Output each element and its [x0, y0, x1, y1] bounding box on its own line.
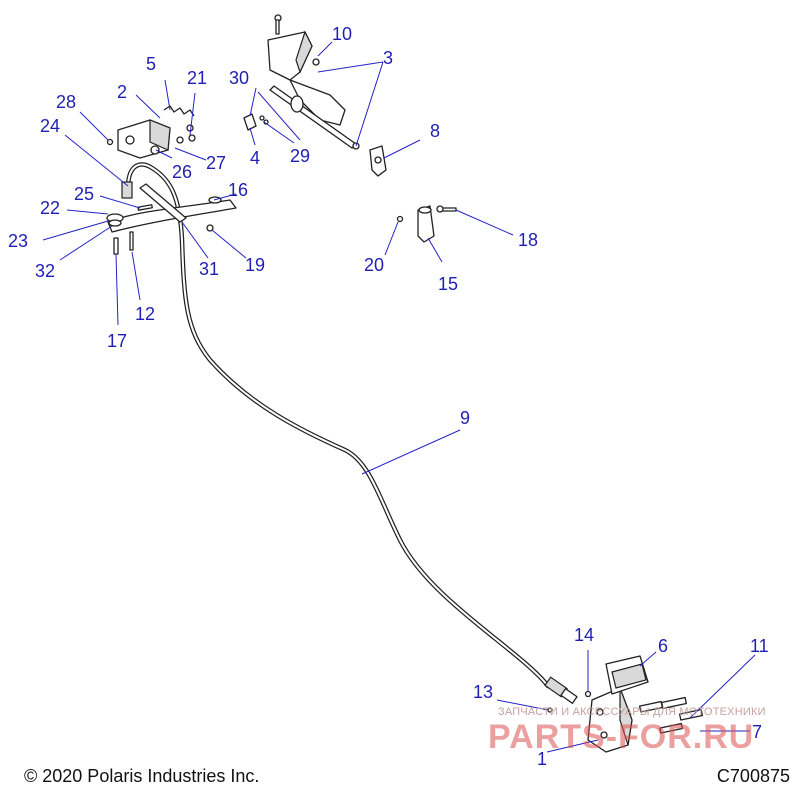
callout-9: 9: [460, 408, 470, 428]
callout-10: 10: [332, 24, 352, 44]
callout-30: 30: [229, 68, 249, 88]
callout-32: 32: [35, 261, 55, 281]
pin-14: [584, 690, 592, 698]
callout-31: 31: [199, 259, 219, 279]
clevis-15: [417, 205, 435, 243]
callout-28: 28: [56, 92, 76, 112]
callout-17: 17: [107, 331, 127, 351]
leader-lines: [42, 41, 756, 753]
callout-24: 24: [40, 116, 60, 136]
callout-6: 6: [658, 636, 668, 656]
callout-18: 18: [518, 230, 538, 250]
caliper-plates: [605, 655, 649, 695]
callout-26: 26: [172, 162, 192, 182]
callout-16: 16: [228, 180, 248, 200]
callout-11: 11: [750, 636, 769, 656]
callout-15: 15: [438, 274, 458, 294]
bolts-left: [113, 224, 214, 255]
lever-arm: [106, 183, 237, 233]
small-bolt: [106, 138, 114, 146]
callout-27: 27: [206, 153, 226, 173]
callout-8: 8: [430, 121, 440, 141]
callout-20: 20: [364, 255, 384, 275]
copyright-text: © 2020 Polaris Industries Inc.: [24, 766, 260, 786]
latch-8: [369, 145, 387, 177]
callout-5: 5: [146, 54, 156, 74]
callout-2: 2: [117, 82, 127, 102]
callout-25: 25: [74, 184, 94, 204]
callout-13: 13: [473, 682, 493, 702]
cable-assembly: [121, 162, 578, 704]
callout-1: 1: [537, 749, 547, 769]
callout-3: 3: [383, 48, 393, 68]
pedal-bracket: [117, 119, 184, 159]
callout-7: 7: [752, 722, 762, 742]
callout-22: 22: [40, 198, 60, 218]
watermark-tagline: ЗАПЧАСТИ И АКСЕССУАРЫ ДЛЯ МОТОТЕХНИКИ: [498, 706, 766, 718]
callout-21: 21: [187, 68, 207, 88]
pin-18: [436, 205, 457, 213]
watermark-brand: PARTS-FOR.RU: [488, 718, 755, 756]
callout-19: 19: [245, 255, 265, 275]
diagram-code: C700875: [716, 766, 790, 786]
callout-labels: 1 2 3 4 5 6 7 8 9 10 11 12 13 14 15 16 1…: [8, 24, 769, 769]
callout-29: 29: [290, 146, 310, 166]
clip-20: [396, 215, 404, 223]
callout-12: 12: [135, 304, 155, 324]
callout-14: 14: [574, 625, 594, 645]
callout-23: 23: [8, 231, 28, 251]
callout-4: 4: [250, 148, 260, 168]
pedal-mount: [267, 14, 360, 150]
